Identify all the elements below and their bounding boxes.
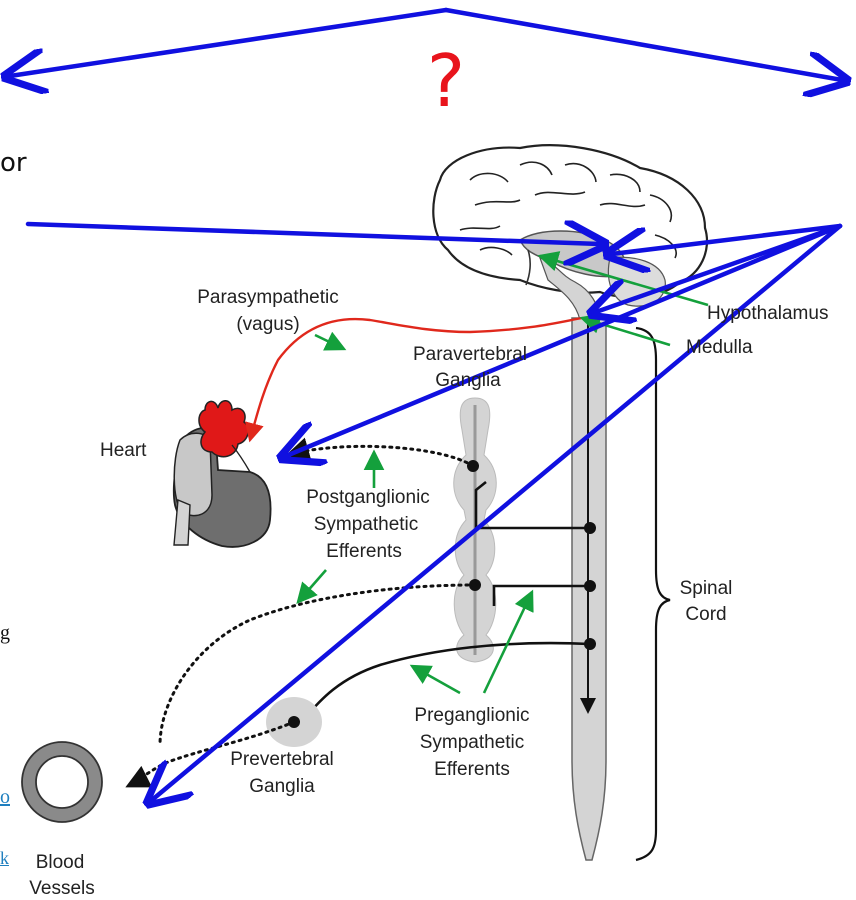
label-postganglionic-efferents: Efferents (326, 541, 402, 562)
label-paravertebral-ganglia: Ganglia (435, 370, 501, 391)
diagram-labels: Parasympathetic (vagus) Hypothalamus Med… (29, 287, 828, 899)
label-postganglionic: Postganglionic (306, 487, 430, 508)
vagus-nerve-path (250, 318, 582, 440)
label-medulla: Medulla (686, 337, 753, 358)
top-left-arrow (10, 10, 446, 76)
cropped-text-or: or (0, 148, 27, 178)
heart-illustration (174, 401, 271, 547)
label-heart: Heart (100, 440, 147, 461)
label-spinal: Spinal (680, 578, 733, 599)
cropped-link-k[interactable]: k (0, 848, 9, 869)
label-prevertebral-ganglia: Ganglia (249, 776, 315, 797)
spinal-cord-brace (636, 328, 670, 860)
question-mark: ? (427, 39, 465, 123)
blood-vessel-ring (22, 742, 102, 822)
label-cord: Cord (685, 604, 726, 625)
label-preganglionic-efferents: Efferents (434, 759, 510, 780)
label-parasympathetic: Parasympathetic (197, 287, 339, 308)
label-vagus: (vagus) (236, 314, 299, 335)
blue-annotation-arrows (10, 10, 842, 800)
label-preganglionic: Preganglionic (414, 705, 529, 726)
label-paravertebral: Paravertebral (413, 344, 527, 365)
cropped-link-text[interactable]: o (0, 786, 10, 809)
label-hypothalamus: Hypothalamus (707, 303, 828, 324)
top-right-arrow (446, 10, 842, 80)
cropped-text-g: g (0, 622, 10, 645)
label-postganglionic-sympathetic: Sympathetic (314, 514, 419, 535)
label-vessels: Vessels (29, 878, 94, 899)
label-prevertebral: Prevertebral (230, 749, 334, 770)
label-blood: Blood (36, 852, 85, 873)
label-preganglionic-sympathetic: Sympathetic (420, 732, 525, 753)
